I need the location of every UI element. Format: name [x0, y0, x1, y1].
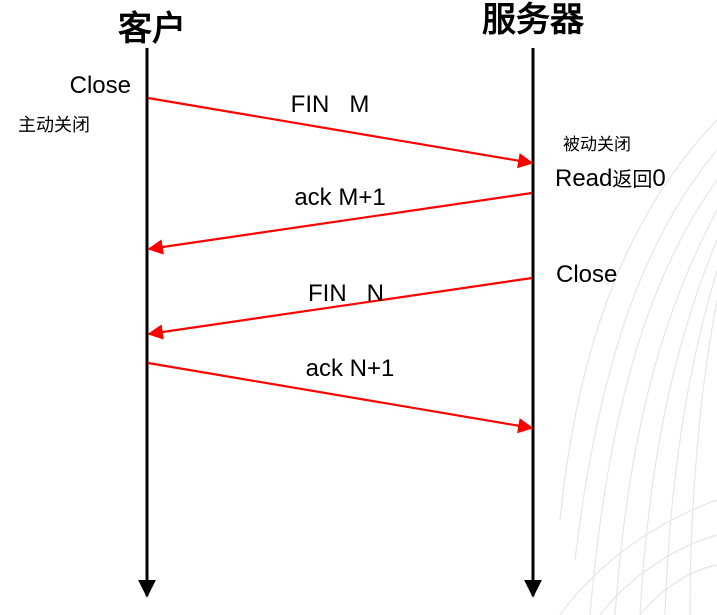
client-close-label: Close [70, 72, 131, 99]
fin-n-label: FIN N [308, 280, 384, 307]
background-pattern [559, 119, 717, 615]
fin-n-arrow [147, 276, 533, 340]
passive-close-label: 被动关闭 [563, 135, 631, 155]
active-close-label: 主动关闭 [18, 115, 90, 136]
ack-n-arrow [147, 361, 534, 434]
ack-m-label: ack M+1 [294, 184, 385, 211]
read-text: Read [555, 165, 612, 192]
server-close-label: Close [556, 261, 617, 288]
read-returns-label: Read返回0 [555, 165, 666, 192]
fin-m-label: FIN M [291, 91, 370, 118]
server-header: 服务器 [482, 0, 585, 40]
ack-m-arrow [147, 191, 533, 255]
zero-text: 0 [652, 165, 665, 192]
returns-text: 返回 [612, 167, 652, 191]
fin-m-arrow [147, 96, 534, 169]
client-header: 客户 [118, 9, 186, 49]
ack-n-label: ack N+1 [306, 355, 395, 382]
